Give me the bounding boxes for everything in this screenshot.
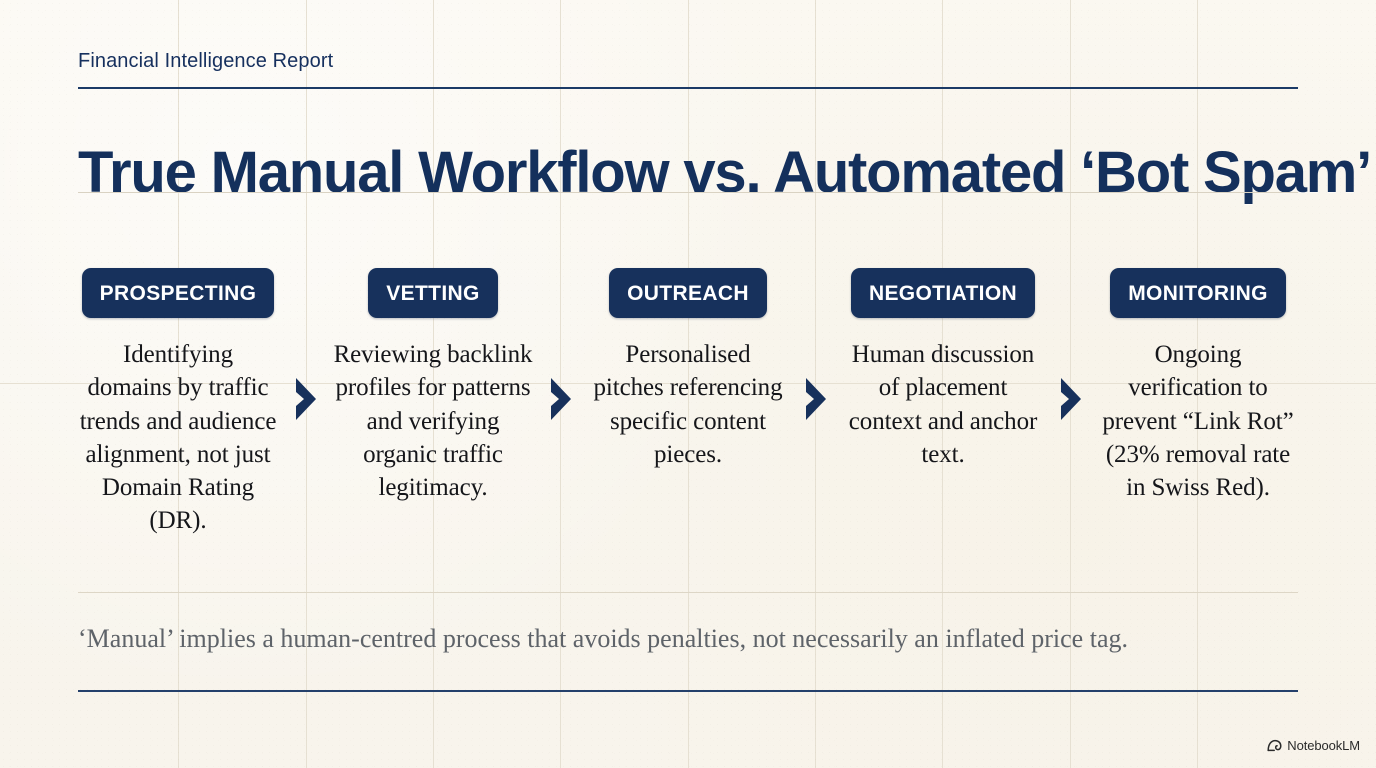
- page-title: True Manual Workflow vs. Automated ‘Bot …: [78, 139, 1372, 205]
- grid-vline: [306, 0, 307, 768]
- grid-vline: [942, 0, 943, 768]
- chevron-right-icon: [542, 376, 580, 422]
- grid-vline: [178, 0, 179, 768]
- notebooklm-watermark: NotebookLM: [1267, 738, 1360, 753]
- chevron-right-icon: [797, 376, 835, 422]
- stage-description: Identifying domains by traffic trends an…: [79, 341, 277, 535]
- grid-vline: [1070, 0, 1071, 768]
- grid-vline: [433, 0, 434, 768]
- footer-top-divider: [78, 592, 1298, 593]
- grid-hline: [0, 383, 1376, 384]
- stage-card-monitoring[interactable]: MONITORING Ongoing verification to preve…: [1098, 268, 1298, 504]
- footer-caption: ‘Manual’ implies a human-centred process…: [78, 624, 1128, 653]
- grid-vline: [1197, 0, 1198, 768]
- stage-card-negotiation[interactable]: NEGOTIATION Human discussion of placemen…: [843, 268, 1043, 471]
- stage-badge: VETTING: [368, 268, 498, 318]
- grid-vline: [815, 0, 816, 768]
- stage-card-vetting[interactable]: VETTING Reviewing backlink profiles for …: [333, 268, 533, 504]
- grid-vline: [560, 0, 561, 768]
- stage-badge: MONITORING: [1110, 268, 1286, 318]
- title-divider: [78, 192, 1298, 193]
- stage-card-prospecting[interactable]: PROSPECTING Identifying domains by traff…: [78, 268, 278, 538]
- stage-badge: OUTREACH: [609, 268, 767, 318]
- stage-badge: NEGOTIATION: [850, 268, 1036, 318]
- report-eyebrow: Financial Intelligence Report: [78, 50, 334, 72]
- stage-description: Reviewing backlink profiles for patterns…: [333, 341, 533, 501]
- notebooklm-label: NotebookLM: [1287, 738, 1360, 753]
- stage-description: Personalised pitches referencing specifi…: [593, 341, 783, 468]
- stage-badge: PROSPECTING: [81, 268, 275, 318]
- stage-card-outreach[interactable]: OUTREACH Personalised pitches referencin…: [588, 268, 788, 471]
- notebooklm-logo-icon: [1267, 739, 1282, 752]
- stage-description: Human discussion of placement context an…: [848, 341, 1038, 468]
- workflow-stage-strip: PROSPECTING Identifying domains by traff…: [78, 268, 1298, 538]
- stage-description: Ongoing verification to prevent “Link Ro…: [1102, 341, 1294, 501]
- footer-bottom-divider: [78, 690, 1298, 692]
- chevron-right-icon: [287, 376, 325, 422]
- grid-vline: [688, 0, 689, 768]
- chevron-right-icon: [1052, 376, 1090, 422]
- eyebrow-divider: [78, 87, 1298, 89]
